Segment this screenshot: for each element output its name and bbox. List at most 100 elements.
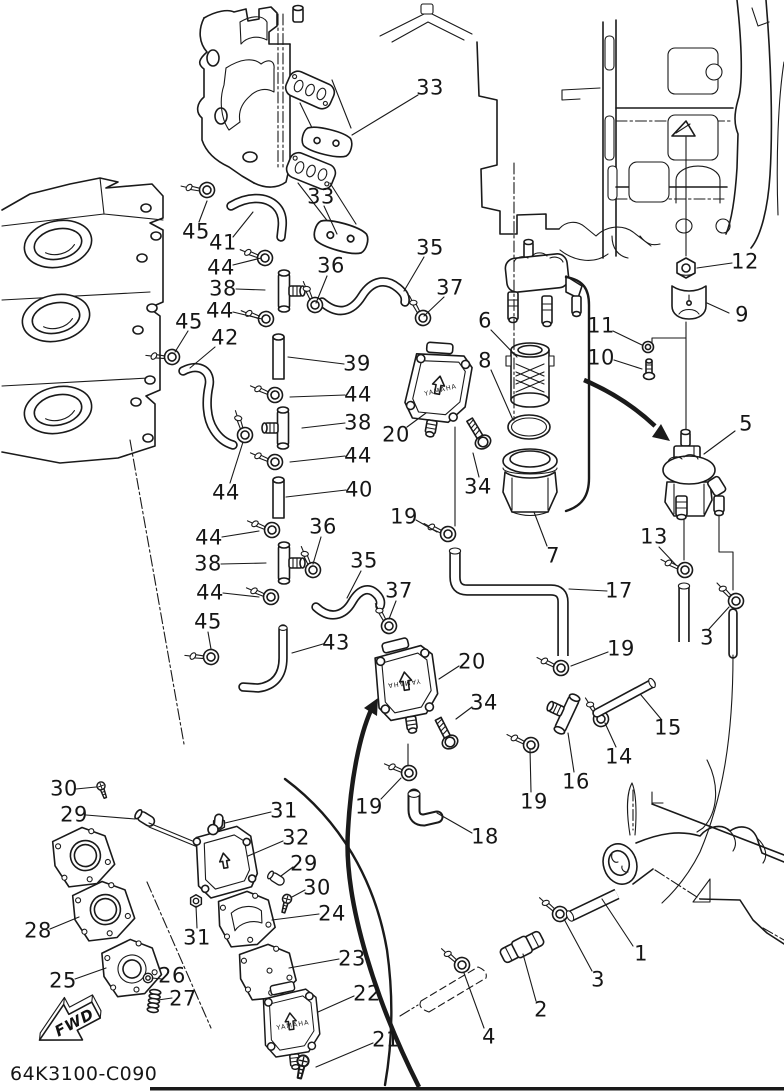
fwd-arrow: FWD <box>38 994 102 1041</box>
callout-38: 38 <box>194 551 222 576</box>
callout-12: 12 <box>731 249 759 274</box>
gasket-plate-33b <box>310 215 372 259</box>
callout-24: 24 <box>318 901 346 926</box>
callout-2: 2 <box>534 997 548 1022</box>
callout-3: 3 <box>591 967 605 992</box>
callout-38: 38 <box>209 276 237 301</box>
callout-7: 7 <box>546 543 560 568</box>
tee-fitting-38b <box>261 406 290 450</box>
callout-44: 44 <box>212 480 240 505</box>
callout-43: 43 <box>322 630 350 655</box>
callout-35: 35 <box>350 548 378 573</box>
callout-10: 10 <box>587 345 615 370</box>
callout-39: 39 <box>343 351 371 376</box>
callout-36: 36 <box>309 514 337 539</box>
callout-31: 31 <box>270 798 298 823</box>
callout-28: 28 <box>24 918 52 943</box>
assembly-arrow-bottom <box>345 698 422 1089</box>
callout-34: 34 <box>464 474 492 499</box>
carb-pump-assembly <box>95 780 294 1029</box>
hose-41 <box>226 193 288 242</box>
callout-25: 25 <box>49 968 77 993</box>
hose-35a <box>317 277 410 316</box>
gasket-24 <box>217 890 276 948</box>
callout-27: 27 <box>169 986 197 1011</box>
elbow-18 <box>407 788 444 827</box>
fuel-pump-20b: YAMAHA <box>369 633 444 767</box>
callout-9: 9 <box>735 302 749 327</box>
hose-42 <box>178 362 238 450</box>
callout-32: 32 <box>282 825 310 850</box>
callout-44: 44 <box>207 255 235 280</box>
callout-34: 34 <box>470 690 498 715</box>
pipe-40 <box>272 476 285 519</box>
pipe-39 <box>272 333 285 380</box>
callout-37: 37 <box>436 275 464 300</box>
callout-21: 21 <box>372 1027 400 1052</box>
connector-2 <box>499 930 545 964</box>
mount-line-and-nut-12 <box>651 136 696 439</box>
callout-33: 33 <box>307 184 335 209</box>
pipe-1 <box>565 888 620 922</box>
hose-15 <box>592 677 656 718</box>
callout-45: 45 <box>182 219 210 244</box>
callout-30: 30 <box>50 776 78 801</box>
callout-20: 20 <box>458 649 486 674</box>
assembly-arrow-right <box>583 377 670 441</box>
fuel-pump-20a: YAMAHA <box>399 336 477 527</box>
callout-18: 18 <box>471 824 499 849</box>
callout-8: 8 <box>478 348 492 373</box>
fuel-pump-22: YAMAHA <box>258 978 324 1073</box>
filter-cup-7 <box>502 448 558 517</box>
engine-block-top-right <box>379 0 784 261</box>
group-bracket-bottom <box>283 777 393 1087</box>
callout-44: 44 <box>344 443 372 468</box>
bolt-34a <box>461 414 495 453</box>
leader-lines <box>49 94 736 1068</box>
callout-41: 41 <box>209 230 237 255</box>
callout-31: 31 <box>183 925 211 950</box>
callout-3: 3 <box>700 625 714 650</box>
callout-17: 17 <box>605 578 633 603</box>
callout-36: 36 <box>317 253 345 278</box>
fuel-cock-assembly <box>504 238 583 328</box>
callout-11: 11 <box>587 313 615 338</box>
callout-22: 22 <box>353 981 381 1006</box>
callout-5: 5 <box>739 411 753 436</box>
callout-19: 19 <box>390 504 418 529</box>
callout-16: 16 <box>562 769 590 794</box>
gasket-28 <box>71 880 136 942</box>
callout-14: 14 <box>605 744 633 769</box>
callout-15: 15 <box>654 715 682 740</box>
callout-35: 35 <box>416 235 444 260</box>
callout-42: 42 <box>211 325 239 350</box>
bolt-34b <box>430 714 461 753</box>
callout-37: 37 <box>385 578 413 603</box>
callout-19: 19 <box>355 794 383 819</box>
fitting-10 <box>642 358 656 381</box>
callout-44: 44 <box>196 580 224 605</box>
washer-26 <box>142 972 154 984</box>
callout-45: 45 <box>175 309 203 334</box>
callout-6: 6 <box>478 308 492 333</box>
pump-body-32 <box>192 813 259 899</box>
bracket-9 <box>671 285 707 320</box>
tee-fitting-38a <box>277 269 306 313</box>
callout-1: 1 <box>634 941 648 966</box>
callout-44: 44 <box>206 298 234 323</box>
engine-block-left <box>1 177 185 745</box>
callout-29: 29 <box>60 802 88 827</box>
tube-17 <box>448 547 569 656</box>
hose-43 <box>238 624 288 693</box>
tee-fitting-38c <box>277 541 306 585</box>
callout-45: 45 <box>194 609 222 634</box>
page-edge-line <box>150 1087 784 1091</box>
spring-27 <box>146 988 162 1014</box>
gasket-28-upper <box>51 826 116 888</box>
callout-44: 44 <box>195 525 223 550</box>
filter-element-6 <box>505 342 555 408</box>
callout-38: 38 <box>344 410 372 435</box>
hose-35b <box>311 585 386 620</box>
